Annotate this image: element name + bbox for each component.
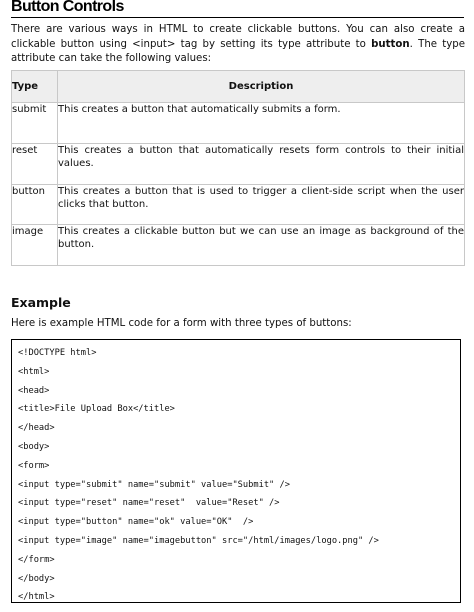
code-line: <input type="submit" name="submit" value… (18, 479, 290, 490)
code-line: </form> (18, 554, 55, 565)
type-cell: image (11, 224, 58, 266)
code-line: <!DOCTYPE html> (18, 348, 97, 358)
type-cell: reset (11, 143, 58, 185)
type-cell: submit (11, 102, 58, 144)
description-cell: This creates a clickable button but we c… (57, 224, 465, 266)
intro-paragraph: There are various ways in HTML to create… (11, 23, 465, 67)
table-header-row: Type Description (11, 70, 465, 103)
table-row: submit This creates a button that automa… (11, 102, 465, 144)
header-type: Type (11, 70, 58, 103)
code-line: <input type="button" name="ok" value="OK… (18, 517, 254, 528)
code-block: <!DOCTYPE html> <html> <head> <title>Fil… (11, 339, 461, 603)
description-cell: This creates a button that automatically… (57, 143, 465, 185)
code-line: </head> (18, 423, 55, 434)
code-line: <input type="reset" name="reset" value="… (18, 498, 280, 509)
code-line: <body> (18, 441, 50, 452)
type-cell: button (11, 184, 58, 225)
description-cell: This creates a button that is used to tr… (57, 184, 465, 225)
table-row: button This creates a button that is use… (11, 184, 465, 225)
intro-text-start: There are various ways in HTML to create… (11, 24, 465, 50)
example-intro: Here is example HTML code for a form wit… (11, 318, 352, 329)
table-row: image This creates a clickable button bu… (11, 224, 465, 266)
heading-underline (11, 17, 464, 18)
example-heading: Example (11, 295, 71, 310)
header-description: Description (57, 70, 465, 103)
section-heading: Button Controls (11, 0, 124, 15)
code-line: <form> (18, 460, 50, 471)
type-values-table: Type Description submit This creates a b… (11, 70, 465, 266)
description-cell: This creates a button that automatically… (57, 102, 465, 144)
code-line: <title>File Upload Box</title> (18, 404, 175, 415)
code-line: <input type="image" name="imagebutton" s… (18, 535, 379, 546)
intro-text-end: . The type attribute can take the follow… (11, 38, 466, 65)
table-row: reset This creates a button that automat… (11, 143, 465, 185)
code-line: <html> (18, 366, 50, 377)
code-line: </html> (18, 592, 55, 603)
intro-keyword: button (371, 38, 410, 50)
code-line: <head> (18, 385, 50, 396)
code-line: </body> (18, 573, 55, 584)
